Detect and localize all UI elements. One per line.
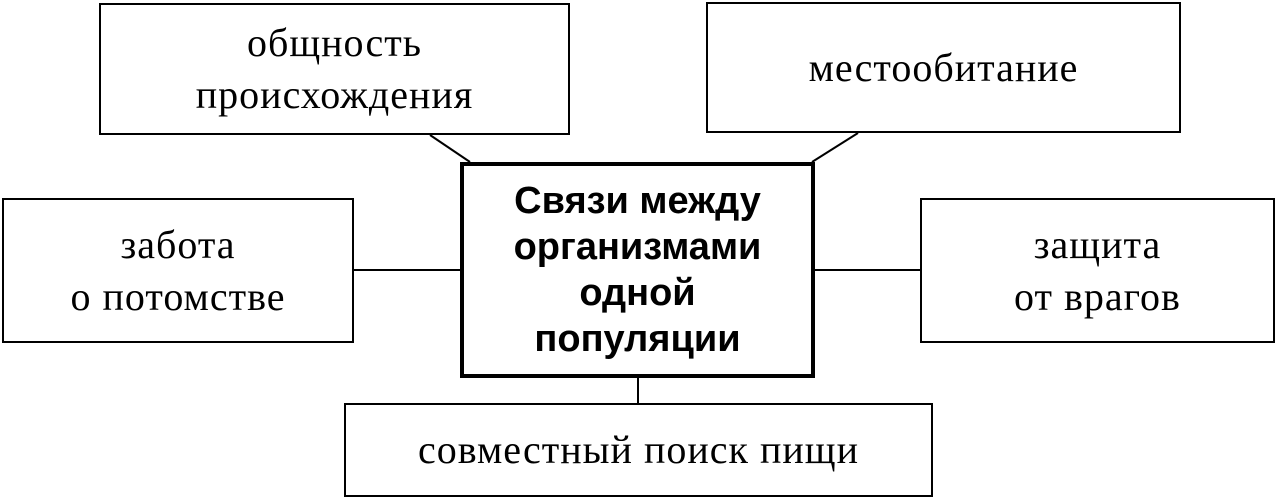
connector-top-right bbox=[811, 132, 859, 163]
node-defense-from-enemies-label: защита от врагов bbox=[1014, 221, 1181, 319]
node-joint-food-search: совместный поиск пищи bbox=[344, 403, 933, 497]
node-joint-food-search-label: совместный поиск пищи bbox=[418, 427, 859, 472]
node-offspring-care-label: забота о потомстве bbox=[70, 221, 286, 319]
node-center-population-links: Связи между организмами одной популяции bbox=[460, 162, 815, 378]
connector-top-left bbox=[429, 134, 471, 163]
node-habitat: местообитание bbox=[706, 2, 1181, 133]
node-center-label: Связи между организмами одной популяции bbox=[513, 180, 762, 360]
node-common-origin: общность происхождения bbox=[99, 3, 570, 135]
node-offspring-care: забота о потомстве bbox=[2, 198, 354, 343]
node-habitat-label: местообитание bbox=[808, 44, 1079, 90]
node-common-origin-label: общность происхождения bbox=[195, 20, 474, 117]
node-defense-from-enemies: защита от врагов bbox=[920, 198, 1275, 343]
